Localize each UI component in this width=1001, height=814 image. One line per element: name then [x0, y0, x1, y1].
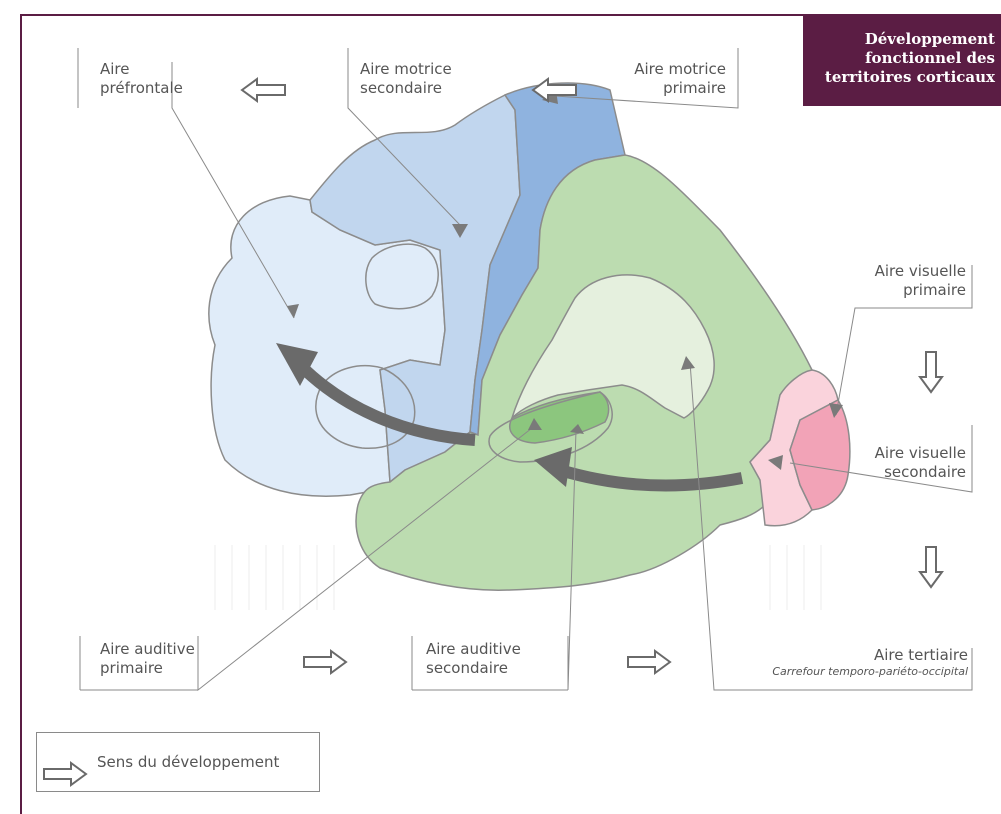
hollow-arrow-right-icon: [627, 649, 672, 675]
label-primary-motor-line2: primaire: [663, 79, 726, 97]
development-arrow-temporal: [558, 464, 744, 492]
frontal-gyrus-outline-lower: [315, 365, 416, 449]
label-primary-auditory-line2: primaire: [100, 659, 163, 677]
label-secondary-visual-line1: Aire visuelle: [874, 444, 966, 462]
label-primary-auditory-area: Aire auditive primaire: [100, 640, 195, 678]
label-primary-visual-line2: primaire: [903, 281, 966, 299]
label-secondary-auditory-line2: secondaire: [426, 659, 508, 677]
label-tertiary-area: Aire tertiaire Carrefour temporo-pariéto…: [720, 646, 968, 679]
label-tertiary-line1: Aire tertiaire: [873, 646, 968, 664]
primary-visual-area: [789, 399, 851, 511]
title-line-1: Développement: [864, 30, 995, 48]
label-primary-visual-line1: Aire visuelle: [874, 262, 966, 280]
development-arrow-frontal-head: [276, 343, 318, 386]
primary-auditory-area: [509, 391, 610, 444]
hollow-arrow-left-icon: [531, 77, 577, 103]
title-line-3: territoires corticaux: [824, 68, 995, 86]
label-secondary-motor-line2: secondaire: [360, 79, 442, 97]
legend: Sens du développement: [36, 732, 320, 792]
label-secondary-auditory-line1: Aire auditive: [426, 640, 521, 658]
secondary-motor-area: [309, 94, 521, 484]
tertiary-area: [511, 274, 715, 419]
frame-top-border: [20, 14, 1001, 16]
development-arrow-temporal-head: [534, 447, 572, 487]
development-arrow-frontal: [295, 360, 476, 446]
hollow-arrow-down-icon: [918, 351, 944, 394]
hollow-arrow-right-icon: [43, 761, 88, 787]
label-primary-motor-area: Aire motrice primaire: [620, 60, 726, 98]
label-prefrontal-area: Aire préfrontale: [100, 60, 183, 98]
legend-label: Sens du développement: [97, 753, 280, 771]
hollow-arrow-left-icon: [240, 77, 286, 103]
leader-lines: [77, 48, 973, 692]
secondary-auditory-area: [488, 391, 613, 463]
label-prefrontal-line1: Aire: [100, 60, 130, 78]
background-lines: [214, 545, 822, 610]
hollow-arrow-down-icon: [918, 546, 944, 589]
small-direction-arrows: [43, 77, 944, 787]
label-secondary-visual-line2: secondaire: [884, 463, 966, 481]
label-tertiary-subtitle: Carrefour temporo-pariéto-occipital: [772, 665, 968, 678]
secondary-visual-area: [749, 369, 839, 527]
frame-left-border: [20, 14, 22, 814]
label-secondary-motor-area: Aire motrice secondaire: [360, 60, 452, 98]
hollow-arrow-right-icon: [303, 649, 348, 675]
label-primary-motor-line1: Aire motrice: [634, 60, 726, 78]
label-primary-visual-area: Aire visuelle primaire: [840, 262, 966, 300]
label-secondary-motor-line1: Aire motrice: [360, 60, 452, 78]
figure-title: Développement fonctionnel des territoire…: [803, 16, 1001, 106]
label-prefrontal-line2: préfrontale: [100, 79, 183, 97]
label-secondary-auditory-area: Aire auditive secondaire: [426, 640, 521, 678]
label-primary-auditory-line1: Aire auditive: [100, 640, 195, 658]
title-line-2: fonctionnel des: [865, 49, 995, 67]
label-secondary-visual-area: Aire visuelle secondaire: [840, 444, 966, 482]
frontal-gyrus-outline-upper: [365, 243, 439, 310]
